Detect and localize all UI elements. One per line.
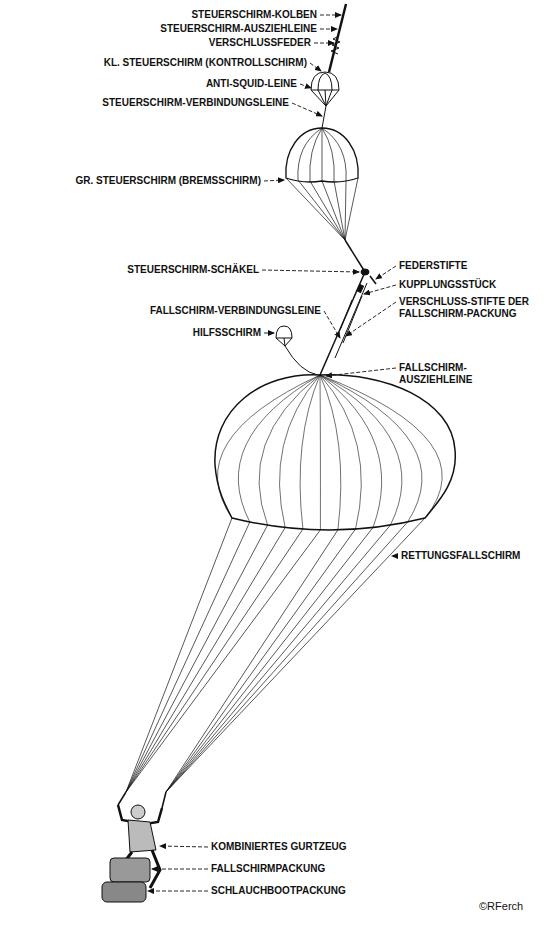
- leader-line: [264, 180, 284, 181]
- leader-line: [152, 869, 208, 870]
- part-label: KOMBINIERTES GURTZEUG: [210, 841, 348, 853]
- part-label: KL. STEUERSCHIRM (KONTROLLSCHIRM): [103, 57, 308, 69]
- leader-line: [324, 311, 340, 338]
- part-label: FEDERSTIFTE: [398, 260, 468, 272]
- leader-line: [160, 846, 208, 847]
- part-label: HILFSSCHIRM: [192, 327, 262, 339]
- copyright-note: ©RFerch: [478, 900, 524, 912]
- part-label: STEUERSCHIRM-SCHÄKEL: [126, 264, 260, 276]
- leader-line: [300, 84, 311, 88]
- part-label: RETTUNGSFALLSCHIRM: [400, 550, 521, 562]
- leader-line: [148, 891, 208, 892]
- part-label: FALLSCHIRM-VERBINDUNGSLEINE: [149, 305, 322, 317]
- part-label: VERSCHLUSS-STIFTE DER FALLSCHIRM-PACKUNG: [398, 296, 530, 320]
- leader-line: [292, 103, 322, 116]
- part-label: KUPPLUNGSSTÜCK: [398, 279, 497, 291]
- part-label: FALLSCHIRMPACKUNG: [210, 863, 326, 875]
- part-label: STEUERSCHIRM-KOLBEN: [190, 9, 318, 21]
- leader-line: [326, 368, 396, 376]
- leader-line: [364, 285, 396, 294]
- part-label: VERSCHLUSSFEDER: [208, 37, 312, 49]
- leader-line: [262, 270, 359, 272]
- part-label: STEUERSCHIRM-VERBINDUNGSLEINE: [101, 97, 290, 109]
- leader-line: [320, 15, 341, 16]
- leader-line: [376, 266, 396, 279]
- leader-line: [346, 302, 396, 336]
- leader-line: [320, 29, 337, 30]
- part-label: ANTI-SQUID-LEINE: [205, 78, 298, 90]
- leader-line: [314, 43, 334, 44]
- leader-line: [264, 333, 274, 334]
- part-label: GR. STEUERSCHIRM (BREMSSCHIRM): [74, 175, 262, 187]
- leader-line: [310, 63, 321, 71]
- part-label: STEUERSCHIRM-AUSZIEHLEINE: [159, 23, 318, 35]
- leader-line: [392, 556, 398, 557]
- part-label: FALLSCHIRM-AUSZIEHLEINE: [398, 362, 500, 386]
- part-label: SCHLAUCHBOOTPACKUNG: [210, 885, 347, 897]
